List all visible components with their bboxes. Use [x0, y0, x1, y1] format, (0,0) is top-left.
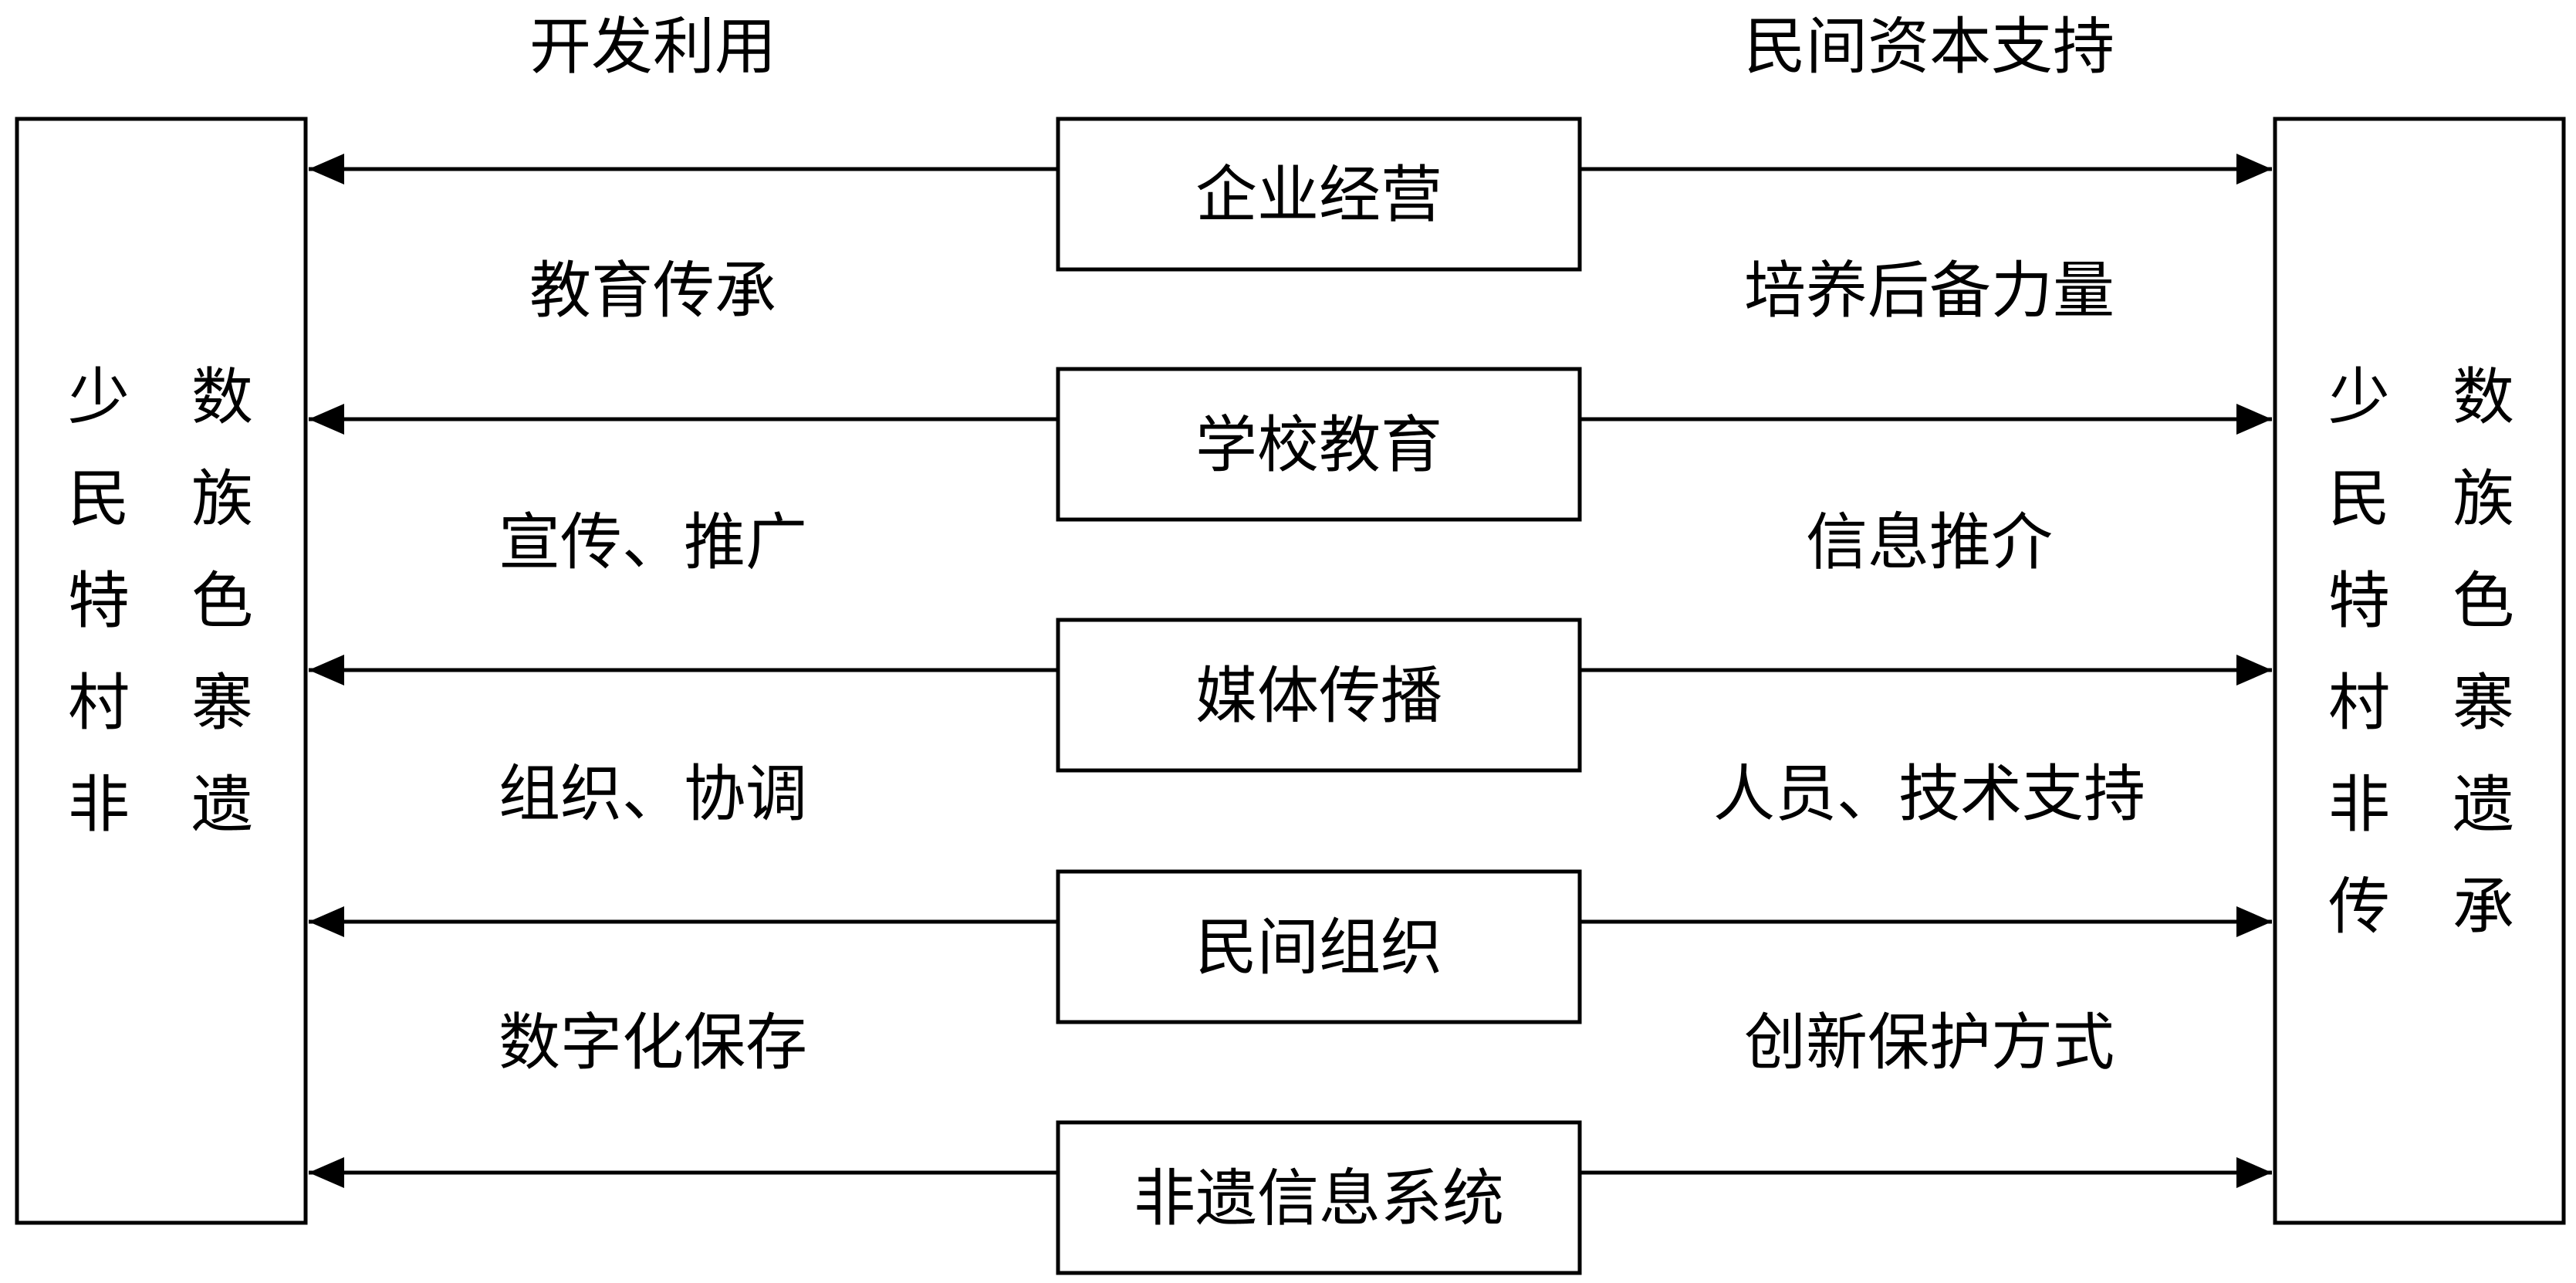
left-node-char: 非 [68, 769, 130, 841]
center-box [1056, 869, 1582, 1024]
right-node-char: 遗 [2453, 769, 2514, 841]
left-edge-label: 数字化保存 [499, 1007, 807, 1078]
right-node-char: 非 [2328, 769, 2390, 841]
left-edge-label: 开发利用 [529, 11, 776, 83]
right-node-char: 少 [2328, 361, 2390, 433]
right-edge-label: 培养后备力量 [1744, 255, 2115, 327]
row-school-education: 学校教育 教育传承 培养后备力量 [309, 255, 2272, 522]
center-box [1056, 1120, 1582, 1275]
right-edge-label: 民间资本支持 [1744, 11, 2115, 83]
left-node-char: 寨 [191, 667, 253, 739]
left-node-text: 少 民 特 村 非 数 族 色 寨 遗 [68, 361, 253, 841]
right-edge-label: 信息推介 [1806, 506, 2053, 578]
right-node-char: 数 [2453, 361, 2514, 433]
row-civil-organization: 民间组织 组织、协调 人员、技术支持 [309, 758, 2272, 1024]
row-enterprise: 企业经营 开发利用 民间资本支持 [309, 11, 2272, 272]
center-label: 媒体传播 [1195, 660, 1442, 732]
row-media: 媒体传播 宣传、推广 信息推介 [309, 506, 2272, 773]
right-node-char: 民 [2328, 463, 2390, 535]
center-box [1056, 618, 1582, 773]
right-node-char: 寨 [2453, 667, 2514, 739]
left-edge-label: 组织、协调 [499, 758, 807, 830]
left-node-char: 民 [68, 463, 130, 535]
left-node-char: 数 [191, 361, 253, 433]
center-label: 民间组织 [1195, 912, 1442, 983]
right-node-char: 族 [2453, 463, 2514, 535]
right-node-box [2273, 117, 2566, 1225]
right-node-text: 少 民 特 村 非 传 数 族 色 寨 遗 承 [2328, 361, 2514, 943]
row-heritage-info-system: 非遗信息系统 数字化保存 创新保护方式 [309, 1007, 2272, 1275]
left-edge-label: 宣传、推广 [499, 506, 807, 578]
left-node-char: 遗 [191, 769, 253, 841]
right-node-char: 承 [2453, 871, 2514, 943]
right-node-char: 传 [2328, 871, 2390, 943]
left-node-char: 村 [68, 667, 130, 739]
left-node: 少 民 特 村 非 数 族 色 寨 遗 [15, 117, 308, 1225]
center-label: 企业经营 [1195, 159, 1442, 231]
left-node-char: 族 [191, 463, 253, 535]
left-node-char: 特 [68, 565, 130, 637]
center-label: 非遗信息系统 [1134, 1163, 1504, 1234]
right-node-char: 村 [2328, 667, 2390, 739]
center-label: 学校教育 [1195, 409, 1442, 481]
left-node-char: 色 [191, 565, 253, 637]
right-edge-label: 创新保护方式 [1744, 1007, 2115, 1078]
right-edge-label: 人员、技术支持 [1713, 758, 2145, 830]
right-node-char: 特 [2328, 565, 2390, 637]
right-node-char: 色 [2453, 565, 2514, 637]
left-node-char: 少 [68, 361, 130, 433]
left-node-box [15, 117, 308, 1225]
left-edge-label: 教育传承 [529, 255, 776, 327]
right-node: 少 民 特 村 非 传 数 族 色 寨 遗 承 [2273, 117, 2566, 1225]
center-box [1056, 367, 1582, 522]
center-box [1056, 117, 1582, 272]
